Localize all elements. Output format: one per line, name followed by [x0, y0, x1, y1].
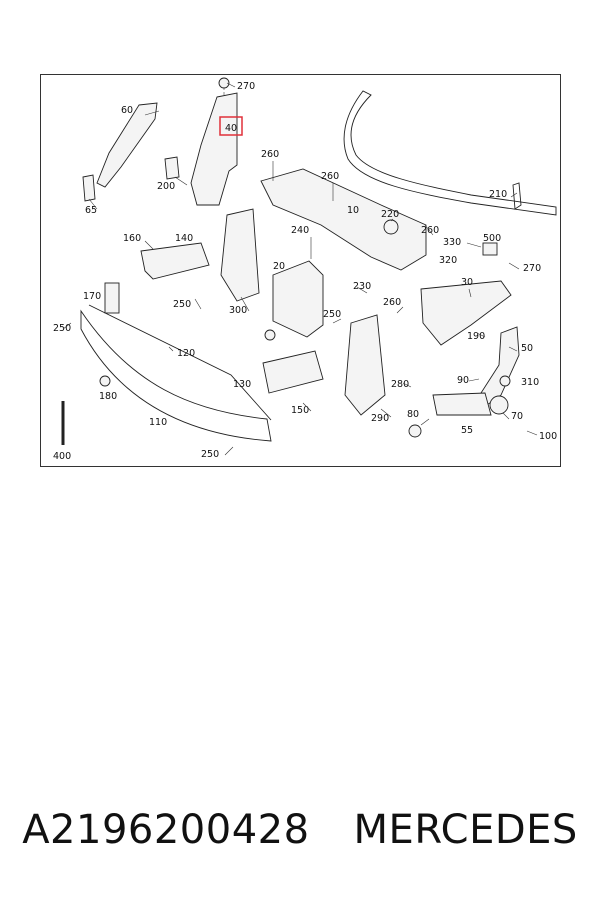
- label-120: 120: [177, 348, 195, 359]
- label-55: 55: [461, 425, 473, 436]
- label-70: 70: [511, 411, 523, 422]
- part-130-bracket: [262, 350, 324, 394]
- parts-exploded-diagram: 270 40 60 65 200 260 260 210 10 220 260 …: [53, 77, 557, 462]
- part-140-rail: [140, 242, 210, 280]
- label-90: 90: [457, 375, 469, 386]
- label-200: 200: [157, 181, 175, 192]
- label-110: 110: [149, 417, 167, 428]
- label-60: 60: [121, 105, 133, 116]
- label-180: 180: [99, 391, 117, 402]
- part-40-bracket: [190, 92, 238, 206]
- label-260: 260: [321, 171, 339, 182]
- label-50: 50: [521, 343, 533, 354]
- label-250: 250: [53, 323, 71, 334]
- part-500-block: [482, 242, 498, 256]
- label-330: 330: [443, 237, 461, 248]
- part-310-nut: [499, 375, 511, 387]
- label-270: 270: [237, 81, 255, 92]
- label-320: 320: [439, 255, 457, 266]
- label-20: 20: [273, 261, 285, 272]
- label-30: 30: [461, 277, 473, 288]
- part-300-bracket: [220, 208, 260, 302]
- label-300: 300: [229, 305, 247, 316]
- part-65-bracket: [82, 174, 96, 202]
- part-60-bracket: [96, 102, 158, 188]
- part-number: A2196200428: [22, 807, 310, 853]
- label-250: 250: [323, 309, 341, 320]
- label-260: 260: [261, 149, 279, 160]
- label-230: 230: [353, 281, 371, 292]
- part-110-beam: [80, 309, 272, 442]
- brand-name: MERCEDES: [353, 807, 578, 853]
- label-130: 130: [233, 379, 251, 390]
- label-310: 310: [521, 377, 539, 388]
- part-20-support: [272, 260, 324, 338]
- label-250: 250: [173, 299, 191, 310]
- label-290: 290: [371, 413, 389, 424]
- label-250: 250: [201, 449, 219, 460]
- clip-270-top: [218, 77, 230, 89]
- part-70-bushing: [489, 395, 509, 415]
- label-40: 40: [225, 123, 237, 134]
- part-55-link: [432, 392, 492, 416]
- part-120-nut: [264, 329, 276, 341]
- label-260: 260: [383, 297, 401, 308]
- part-210-bracket: [512, 182, 522, 210]
- label-10: 10: [347, 205, 359, 216]
- label-240: 240: [291, 225, 309, 236]
- label-150: 150: [291, 405, 309, 416]
- label-80: 80: [407, 409, 419, 420]
- label-210: 210: [489, 189, 507, 200]
- part-30-bracket: [420, 280, 512, 346]
- label-100: 100: [539, 431, 557, 442]
- parts-diagram-frame: 270 40 60 65 200 260 260 210 10 220 260 …: [40, 74, 561, 467]
- part-290-bracket: [344, 314, 386, 416]
- part-10-crossmember: [260, 168, 427, 271]
- label-160: 160: [123, 233, 141, 244]
- product-caption: A2196200428 MERCEDES: [0, 800, 600, 860]
- label-170: 170: [83, 291, 101, 302]
- upper-crossbar: [343, 90, 557, 216]
- highlight-box-40: [219, 116, 243, 136]
- part-220-grommet: [383, 219, 399, 235]
- label-65: 65: [85, 205, 97, 216]
- label-260: 260: [421, 225, 439, 236]
- label-280: 280: [391, 379, 409, 390]
- part-170-sleeve: [104, 282, 120, 314]
- part-200-bracket: [164, 156, 180, 180]
- label-400: 400: [53, 451, 71, 462]
- label-190: 190: [467, 331, 485, 342]
- label-140: 140: [175, 233, 193, 244]
- part-80-bushing: [408, 424, 422, 438]
- label-270: 270: [523, 263, 541, 274]
- part-50-arm: [480, 326, 520, 406]
- part-180-nut: [99, 375, 111, 387]
- label-500: 500: [483, 233, 501, 244]
- label-220: 220: [381, 209, 399, 220]
